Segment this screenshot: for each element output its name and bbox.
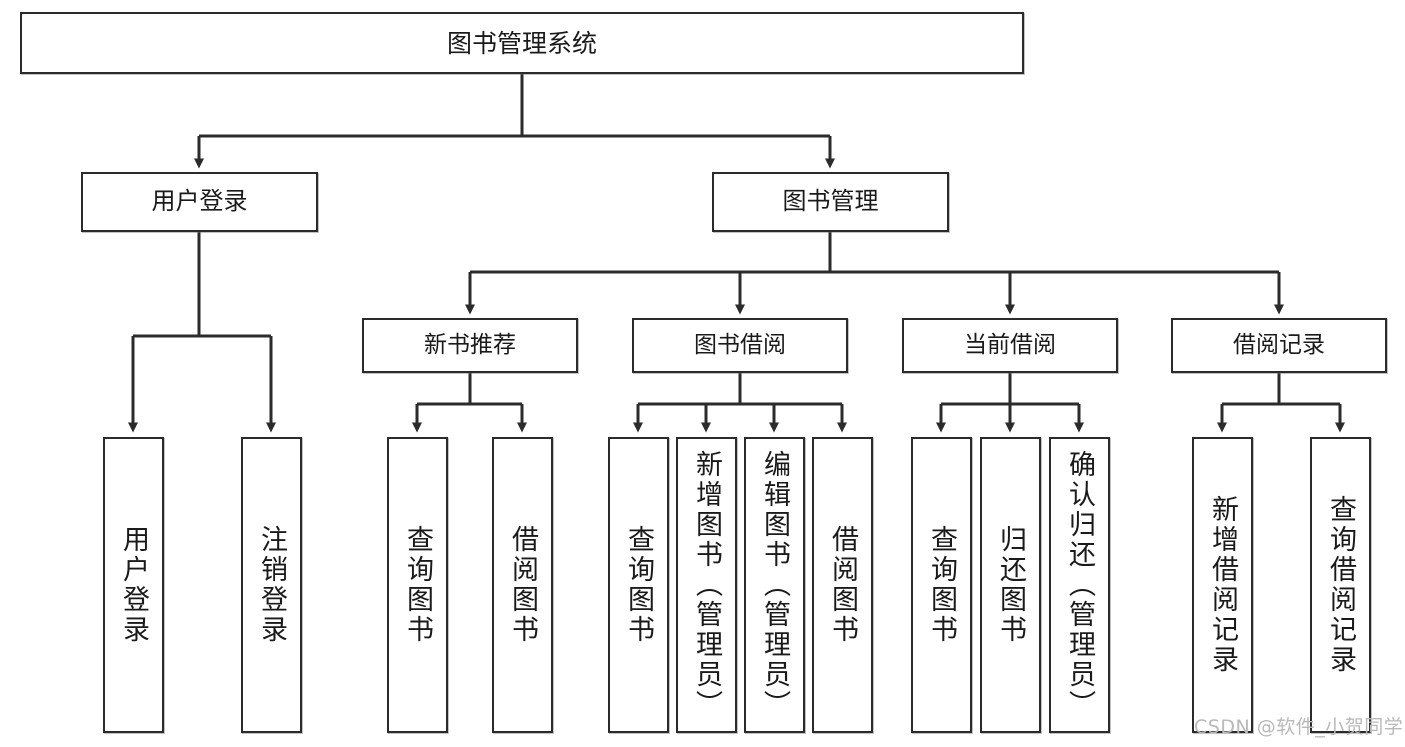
node-user-login[interactable]: 用户登录 xyxy=(81,172,318,232)
node-label: 新增图书（管理员） xyxy=(691,450,722,720)
leaf-logout-login[interactable]: 注销登录 xyxy=(241,437,302,733)
node-borrow-record[interactable]: 借阅记录 xyxy=(1171,318,1387,373)
node-label: 查询借阅记录 xyxy=(1325,495,1356,675)
node-label: 用户登录 xyxy=(151,187,248,216)
node-label: 归还图书 xyxy=(995,525,1026,645)
node-label: 借阅记录 xyxy=(1233,332,1325,359)
node-label: 借阅图书 xyxy=(827,525,858,645)
node-label: 用户登录 xyxy=(118,525,149,645)
node-root-book-management-system[interactable]: 图书管理系统 xyxy=(20,12,1024,74)
node-label: 编辑图书（管理员） xyxy=(759,450,790,720)
node-label: 图书管理 xyxy=(782,187,879,216)
leaf-user-login[interactable]: 用户登录 xyxy=(103,437,164,733)
csdn-watermark: CSDN @软件_小贺同学 xyxy=(1194,716,1404,738)
node-label: 查询图书 xyxy=(623,525,654,645)
node-book-management[interactable]: 图书管理 xyxy=(712,172,949,232)
node-label: 当前借阅 xyxy=(964,332,1056,359)
leaf-confirm-return-admin[interactable]: 确认归还（管理员） xyxy=(1049,437,1110,733)
node-label: 新增借阅记录 xyxy=(1207,495,1238,675)
node-label: 图书管理系统 xyxy=(446,28,597,58)
node-label: 借阅图书 xyxy=(507,525,538,645)
node-book-borrow[interactable]: 图书借阅 xyxy=(632,318,848,373)
leaf-add-book-admin[interactable]: 新增图书（管理员） xyxy=(676,437,737,733)
node-label: 注销登录 xyxy=(256,525,287,645)
leaf-add-borrow-record[interactable]: 新增借阅记录 xyxy=(1192,437,1253,733)
node-label: 查询图书 xyxy=(926,525,957,645)
leaf-edit-book-admin[interactable]: 编辑图书（管理员） xyxy=(744,437,805,733)
leaf-return-book[interactable]: 归还图书 xyxy=(980,437,1041,733)
node-label: 确认归还（管理员） xyxy=(1064,450,1095,720)
leaf-query-book-borrow[interactable]: 查询图书 xyxy=(608,437,669,733)
leaf-borrow-book[interactable]: 借阅图书 xyxy=(812,437,873,733)
node-label: 新书推荐 xyxy=(424,332,516,359)
node-label: 图书借阅 xyxy=(694,332,786,359)
leaf-borrow-book-recommend[interactable]: 借阅图书 xyxy=(492,437,553,733)
node-current-borrow[interactable]: 当前借阅 xyxy=(902,318,1118,373)
leaf-query-borrow-record[interactable]: 查询借阅记录 xyxy=(1310,437,1371,733)
leaf-query-book-recommend[interactable]: 查询图书 xyxy=(387,437,448,733)
node-new-book-recommend[interactable]: 新书推荐 xyxy=(362,318,578,373)
leaf-query-book-current[interactable]: 查询图书 xyxy=(911,437,972,733)
node-label: 查询图书 xyxy=(402,525,433,645)
